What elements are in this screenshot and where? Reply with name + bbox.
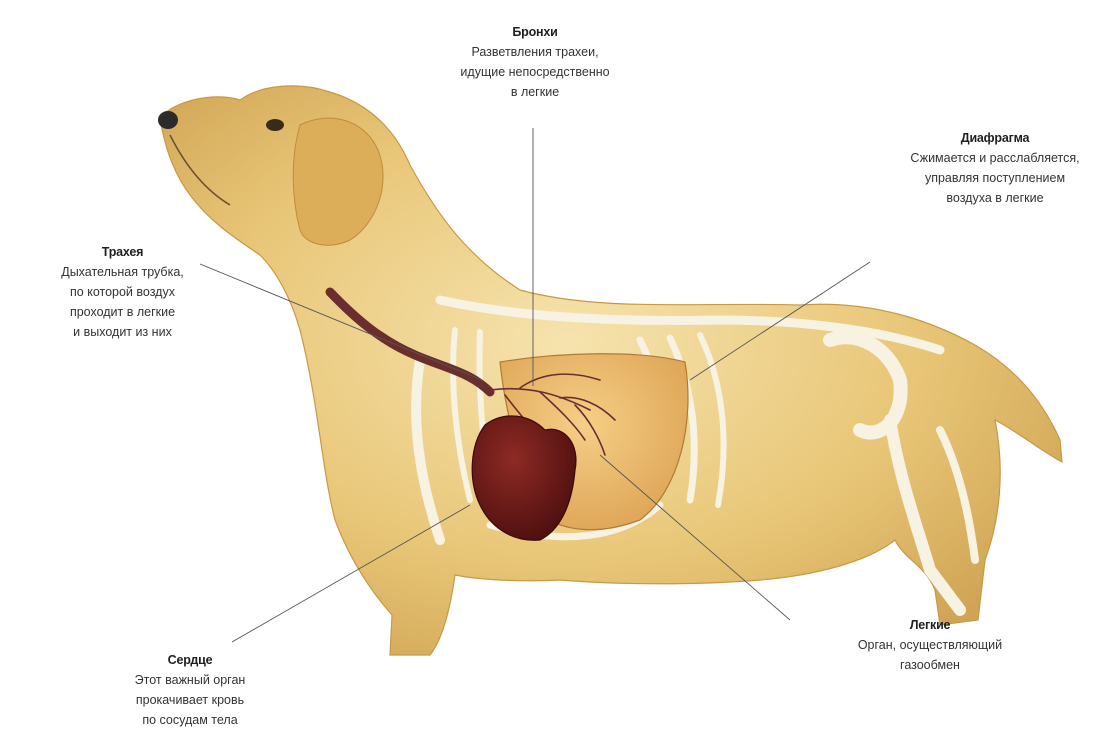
label-heart-desc: Этот важный орган прокачивает кровь по с… [90,670,290,730]
label-diaphragm: Диафрагма Сжимается и расслабляется, упр… [870,128,1119,208]
label-lungs-desc: Орган, осуществляющий газообмен [820,635,1040,675]
label-diaphragm-desc: Сжимается и расслабляется, управляя пост… [870,148,1119,208]
label-heart: Сердце Этот важный орган прокачивает кро… [90,650,290,730]
label-bronchi-desc: Разветвления трахеи, идущие непосредстве… [430,42,640,102]
label-lungs: Легкие Орган, осуществляющий газообмен [820,615,1040,675]
label-trachea: Трахея Дыхательная трубка, по которой во… [20,242,225,342]
label-trachea-desc: Дыхательная трубка, по которой воздух пр… [20,262,225,342]
label-heart-title: Сердце [90,650,290,670]
label-lungs-title: Легкие [820,615,1040,635]
label-bronchi: Бронхи Разветвления трахеи, идущие непос… [430,22,640,102]
dog-nose [158,111,178,129]
label-trachea-title: Трахея [20,242,225,262]
label-bronchi-title: Бронхи [430,22,640,42]
label-diaphragm-title: Диафрагма [870,128,1119,148]
dog-eye [266,119,284,131]
